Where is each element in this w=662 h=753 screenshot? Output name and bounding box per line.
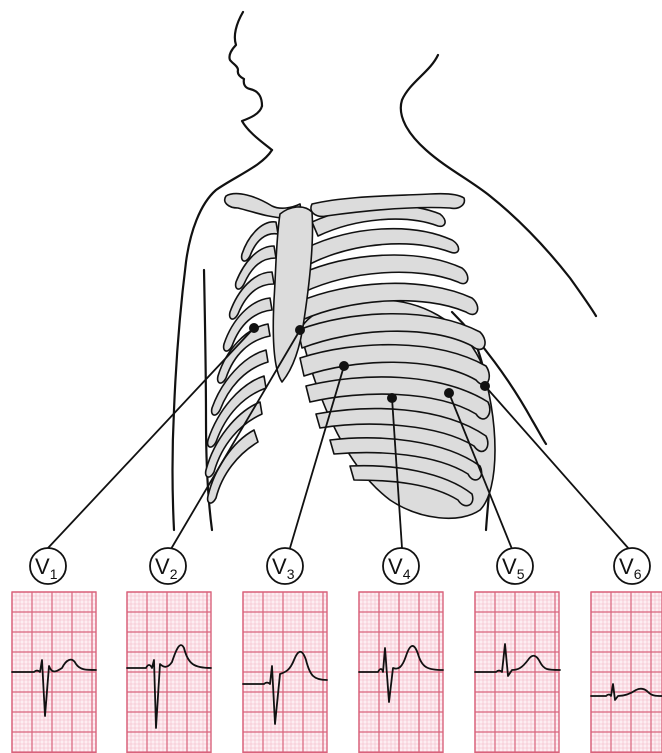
- ecg-strip-v6: [591, 592, 662, 753]
- electrode-dot-v4: [387, 393, 397, 403]
- lead-label-v4: V4: [383, 548, 419, 584]
- lead-label-v2: V2: [150, 548, 186, 584]
- lead-label-v6: V6: [614, 548, 650, 584]
- left-ribs: [206, 222, 278, 503]
- lead-label-v3: V3: [267, 548, 303, 584]
- neck-front: [242, 106, 272, 150]
- lead-labels: V1 V2 V3 V4 V5 V6: [30, 548, 650, 584]
- lead-label-v1: V1: [30, 548, 66, 584]
- ecg-strip-v2: [127, 592, 211, 753]
- leader-line-v2: [171, 330, 300, 549]
- rib-cage: [206, 194, 495, 519]
- leader-line-v6: [485, 386, 629, 549]
- ecg-strips: [12, 592, 662, 753]
- face-profile: [229, 12, 262, 106]
- electrode-dot-v3: [339, 361, 349, 371]
- electrode-dot-v2: [295, 325, 305, 335]
- lead-label-v5: V5: [497, 548, 533, 584]
- electrode-dot-v1: [249, 323, 259, 333]
- neck-right-shoulder: [401, 55, 596, 316]
- ecg-traces: [12, 644, 662, 728]
- electrode-dot-v6: [480, 381, 490, 391]
- electrode-dot-v5: [444, 388, 454, 398]
